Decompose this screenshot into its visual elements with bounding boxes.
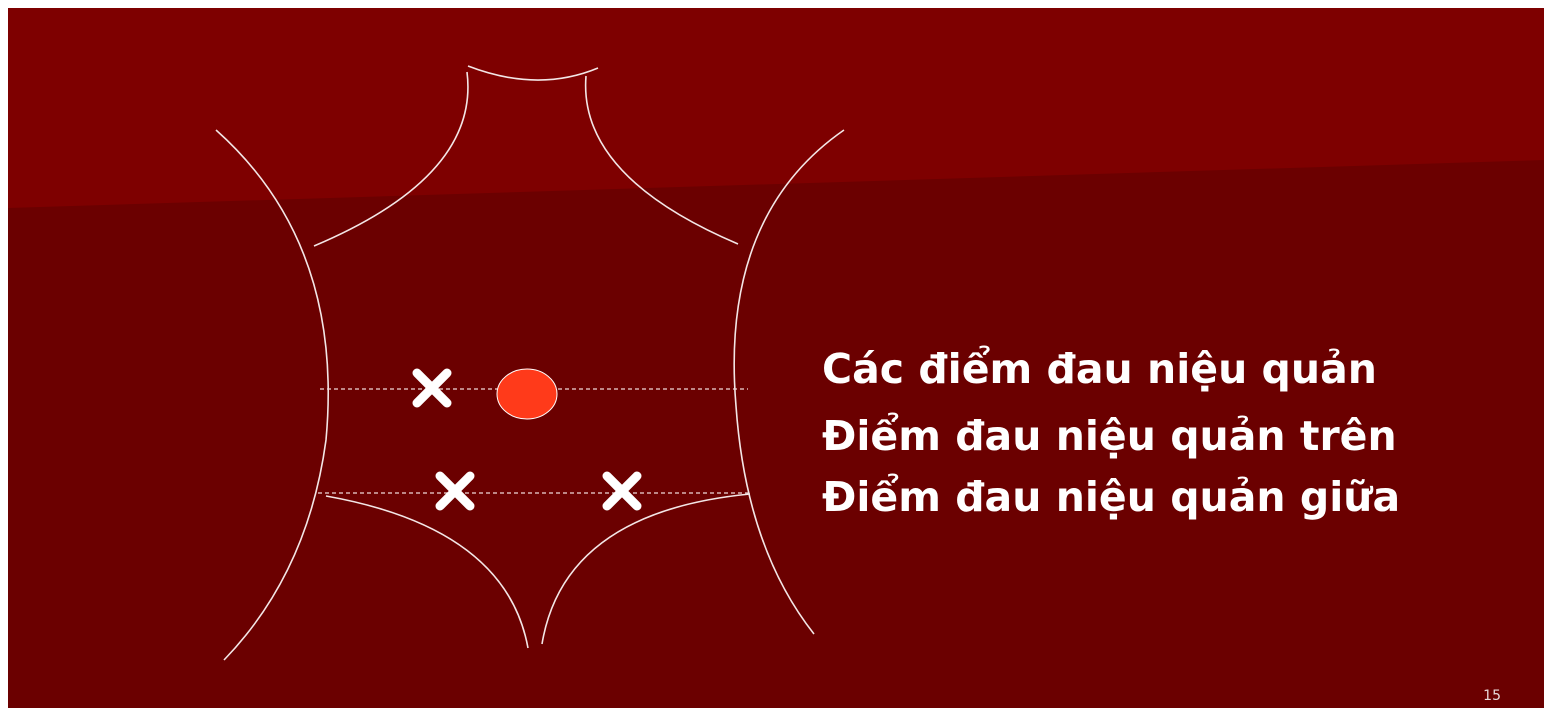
- chest-left-outline: [313, 71, 469, 247]
- chest-right-outline: [584, 75, 739, 245]
- neck-top-outline: [467, 65, 599, 81]
- legend-line-ureteral-pain-points: Các điểm đau niệu quản: [822, 345, 1377, 393]
- legend-line-middle-ureteral-point: Điểm đau niệu quản giữa: [822, 473, 1401, 521]
- torso-right-outline: [733, 129, 845, 635]
- groin-right-outline: [541, 493, 751, 645]
- middle-right-pain-point-cross: [602, 471, 642, 511]
- legend-line-upper-ureteral-point: Điểm đau niệu quản trên: [822, 412, 1397, 460]
- upper-pain-point-cross: [412, 368, 452, 408]
- slide-background-highlight: [8, 8, 1544, 208]
- abdomen-diagram: [215, 65, 845, 661]
- groin-left-outline: [325, 495, 529, 649]
- slide: Các điểm đau niệu quản Điểm đau niệu quả…: [8, 8, 1544, 708]
- torso-left-outline: [215, 129, 329, 661]
- slide-number: 15: [1483, 688, 1501, 704]
- upper-pain-point-dot: [496, 368, 558, 420]
- middle-left-pain-point-cross: [435, 471, 475, 511]
